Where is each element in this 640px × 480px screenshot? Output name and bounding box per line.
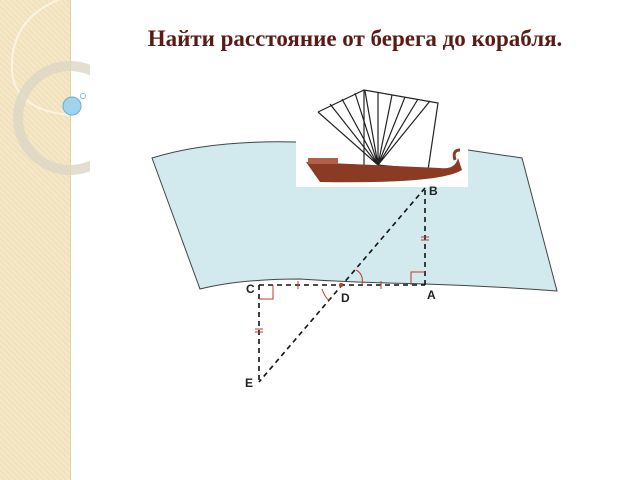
point-label-A: A: [427, 288, 436, 302]
point-label-C: C: [246, 282, 255, 296]
point-label-E: E: [245, 376, 253, 390]
slide-title: Найти расстояние от берега до корабля.: [147, 26, 563, 51]
ship-image: [296, 87, 468, 187]
decorative-sidebar: [0, 0, 90, 480]
decorative-circles-icon: [10, 0, 90, 175]
angle-marks: [255, 236, 429, 333]
point-label-D: D: [341, 291, 350, 305]
point-label-B: B: [429, 184, 438, 198]
